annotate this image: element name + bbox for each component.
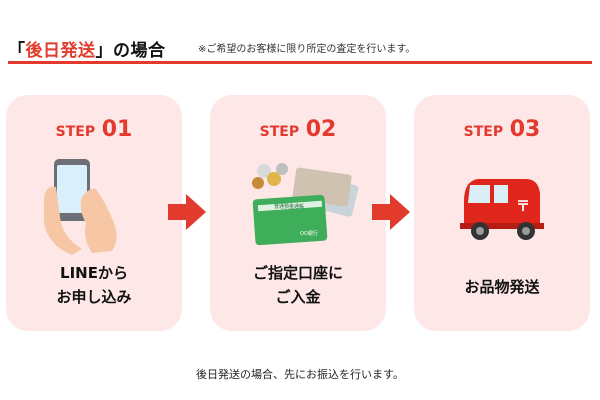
- title-accent: 後日発送: [25, 41, 96, 61]
- title-bracket-open: 「: [8, 41, 26, 61]
- svg-text:〒: 〒: [516, 199, 530, 215]
- step-heading: STEP 02: [210, 117, 386, 142]
- step-label: STEP: [259, 124, 300, 140]
- bankbook-money-icon: 普通預金通帳 OO銀行: [252, 163, 359, 246]
- step-number: 02: [305, 117, 337, 142]
- step-label: STEP: [55, 124, 96, 140]
- step-number: 01: [101, 117, 133, 142]
- passbook-title: 普通預金通帳: [274, 203, 304, 210]
- step-caption: LINEから お申し込み: [6, 261, 182, 309]
- caption-line-1: ご指定口座に: [252, 264, 343, 282]
- header-note: ※ご希望のお客様に限り所定の査定を行います。: [198, 44, 416, 55]
- header: 「後日発送」の場合 ※ご希望のお客様に限り所定の査定を行います。: [8, 34, 592, 61]
- title-bracket-close: 」の場合: [95, 41, 166, 61]
- page-title: 「後日発送」の場合: [8, 36, 166, 61]
- step-caption: お品物発送: [414, 275, 590, 299]
- caption-line-1: LINEから: [60, 264, 128, 282]
- passbook-bank: OO銀行: [300, 230, 318, 237]
- step-card-01: STEP 01 LINEから お申し込み: [6, 95, 182, 331]
- step-label: STEP: [463, 124, 504, 140]
- footer-note: 後日発送の場合、先にお振込を行います。: [196, 368, 404, 381]
- step-caption: ご指定口座に ご入金: [210, 261, 386, 309]
- step-card-03: STEP 03 〒 お品物発送: [414, 95, 590, 331]
- caption-line-2: お申し込み: [56, 288, 132, 306]
- step-heading: STEP 01: [6, 117, 182, 142]
- arrow-right-icon: [168, 194, 206, 230]
- caption-line-1: お品物発送: [464, 278, 540, 296]
- step-card-02: STEP 02 普通預金通帳 OO銀行 ご指定口座に ご入金: [210, 95, 386, 331]
- step-number: 03: [509, 117, 541, 142]
- post-van-icon: 〒: [460, 179, 544, 240]
- arrow-right-icon: [372, 194, 410, 230]
- header-divider: [8, 61, 592, 64]
- step-heading: STEP 03: [414, 117, 590, 142]
- caption-line-2: ご入金: [275, 288, 321, 306]
- smartphone-hand-icon: [44, 159, 117, 255]
